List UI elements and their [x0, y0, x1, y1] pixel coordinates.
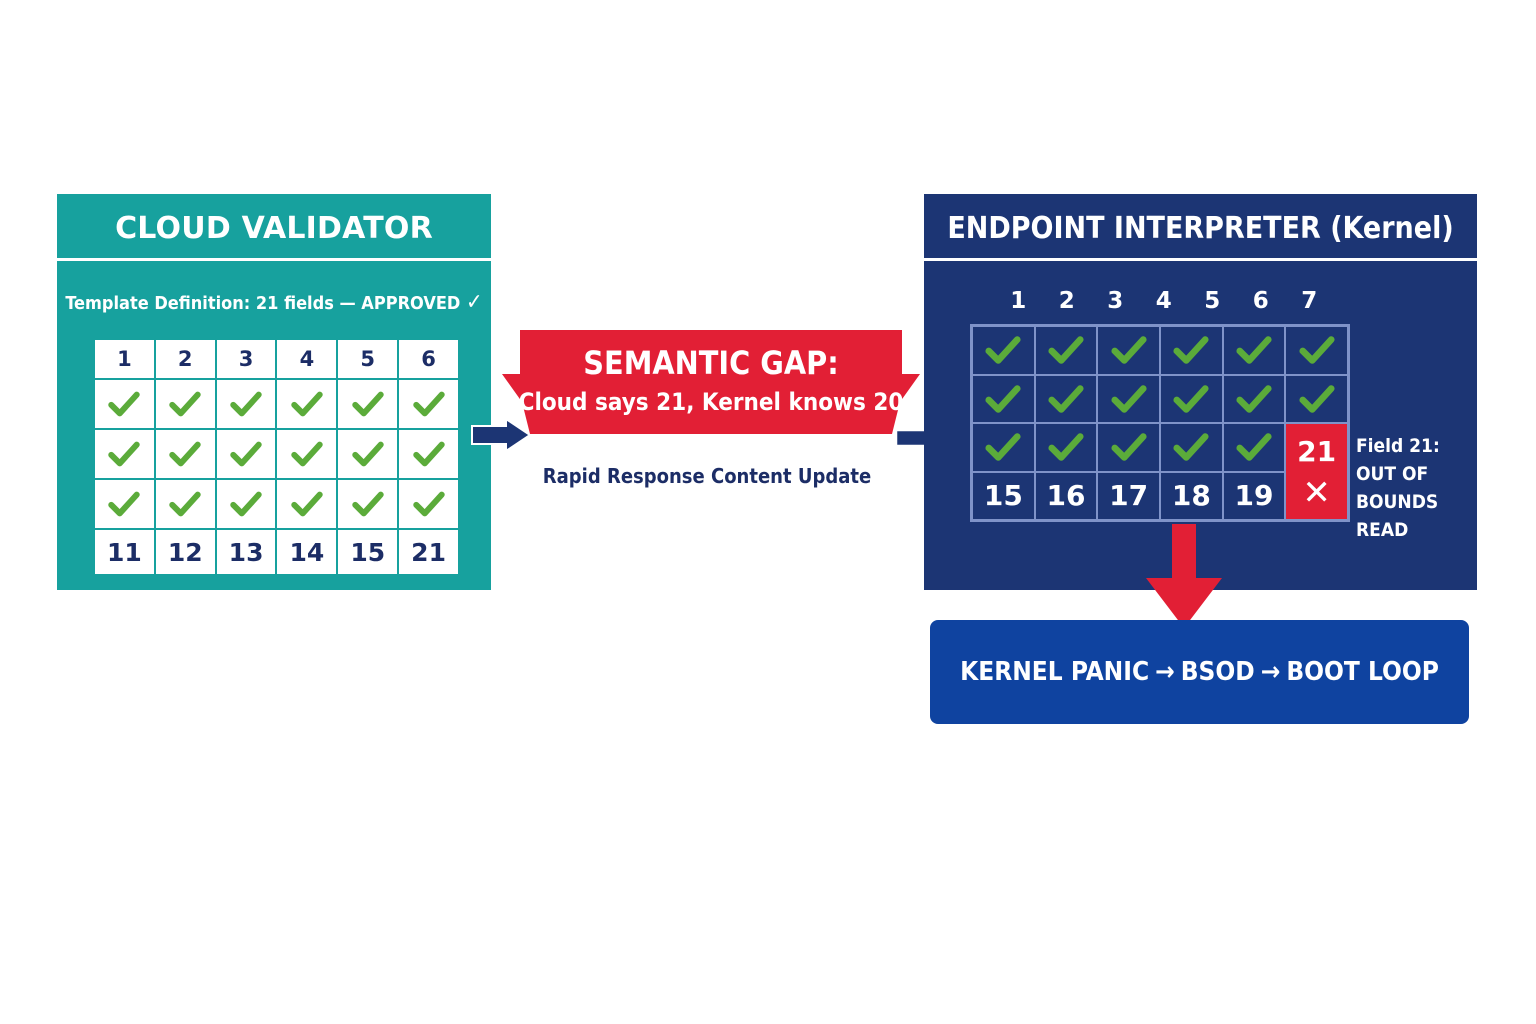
cloud-field-number: 13 [214, 528, 278, 576]
check-icon [153, 428, 217, 480]
check-icon [972, 374, 1035, 423]
check-icon [397, 478, 460, 530]
check-icon [336, 378, 400, 430]
kernel-column-header: 6 [1252, 288, 1269, 314]
check-icon [214, 478, 278, 530]
field-note-line: Field 21: [1356, 435, 1440, 457]
check-icon [1285, 326, 1348, 375]
endpoint-interpreter-title: ENDPOINT INTERPRETER (Kernel) [924, 194, 1477, 261]
cloud-validator-title: CLOUD VALIDATOR [57, 194, 491, 261]
check-icon [93, 378, 156, 430]
check-icon [1097, 326, 1160, 375]
rapid-response-label: Rapid Response Content Update [542, 464, 872, 488]
down-arrow-icon [1146, 524, 1222, 628]
check-icon [275, 478, 339, 530]
right-arrow-icon [471, 418, 532, 452]
cloud-column-header: 1 [93, 338, 156, 380]
kernel-field-number: 18 [1160, 471, 1223, 520]
check-icon [397, 428, 460, 480]
endpoint-interpreter-panel: ENDPOINT INTERPRETER (Kernel) 1 2 3 4 5 6 7 21… [924, 194, 1477, 590]
outcome-step: KERNEL PANIC [960, 657, 1150, 687]
check-icon [972, 423, 1035, 472]
cloud-field-number: 12 [153, 528, 217, 576]
check-icon [1285, 374, 1348, 423]
semantic-gap-subtitle: Cloud says 21, Kernel knows 20 [518, 388, 904, 416]
banner-ribbon-shape [502, 330, 920, 434]
check-icon [1034, 374, 1098, 423]
check-icon [972, 326, 1035, 375]
kernel-column-header: 1 [1010, 288, 1027, 314]
arrow-right-icon: → [1155, 657, 1175, 687]
check-icon [336, 428, 400, 480]
out-of-bounds-field-cell: 21 ✕ [1285, 423, 1348, 520]
field-note-line: READ [1356, 519, 1409, 541]
cloud-column-header: 6 [397, 338, 460, 380]
check-icon [1222, 374, 1286, 423]
check-icon [336, 478, 400, 530]
template-definition-text: Template Definition: 21 fields — APPROVE… [65, 293, 461, 314]
kernel-field-number: 16 [1034, 471, 1098, 520]
cloud-field-number: 21 [397, 528, 460, 576]
check-icon [93, 478, 156, 530]
kernel-column-header: 2 [1058, 288, 1075, 314]
field-note-line: OUT OF [1356, 463, 1429, 485]
outcome-step: BOOT LOOP [1286, 657, 1439, 687]
cloud-column-header: 5 [336, 338, 400, 380]
kernel-column-headers: 1 2 3 4 5 6 7 [994, 288, 1384, 314]
check-icon [1222, 423, 1286, 472]
check-icon [214, 378, 278, 430]
arrow-right-icon: → [1260, 657, 1281, 687]
cloud-column-header: 3 [214, 338, 278, 380]
cloud-field-number: 11 [93, 528, 156, 576]
kernel-column-header: 5 [1204, 288, 1221, 314]
cloud-column-header: 4 [275, 338, 339, 380]
check-icon [1097, 374, 1160, 423]
field-note-line: BOUNDS [1356, 491, 1439, 513]
kernel-column-header: 3 [1107, 288, 1124, 314]
cloud-field-number: 14 [275, 528, 339, 576]
outcome-step: BSOD [1180, 657, 1255, 687]
check-icon [93, 428, 156, 480]
check-icon [214, 428, 278, 480]
kernel-column-header: 7 [1301, 288, 1318, 314]
bad-field-number: 21 [1297, 434, 1337, 468]
check-icon [275, 428, 339, 480]
check-icon [1160, 374, 1223, 423]
check-icon [1160, 326, 1223, 375]
check-icon [397, 378, 460, 430]
approved-check-icon: ✓ [466, 290, 483, 315]
cloud-column-header: 2 [153, 338, 217, 380]
cloud-field-number: 15 [336, 528, 400, 576]
semantic-gap-banner: SEMANTIC GAP: Cloud says 21, Kernel know… [502, 330, 920, 434]
kernel-field-number: 15 [972, 471, 1035, 520]
check-icon [1160, 423, 1223, 472]
field-21-note: Field 21: OUT OF BOUNDS READ [1356, 432, 1476, 544]
check-icon [153, 478, 217, 530]
kernel-panic-outcome: KERNEL PANIC→BSOD→BOOT LOOP [930, 620, 1469, 724]
template-definition-label: Template Definition: 21 fields — APPROVE… [57, 290, 491, 315]
check-icon [1034, 423, 1098, 472]
check-icon [153, 378, 217, 430]
check-icon [1222, 326, 1286, 375]
check-icon [275, 378, 339, 430]
semantic-gap-title: SEMANTIC GAP: [583, 344, 839, 382]
cloud-validator-panel: CLOUD VALIDATOR Template Definition: 21 … [57, 194, 491, 590]
check-icon [1097, 423, 1160, 472]
kernel-column-header: 4 [1155, 288, 1172, 314]
check-icon [1034, 326, 1098, 375]
kernel-field-number: 17 [1097, 471, 1160, 520]
kernel-field-number: 19 [1222, 471, 1286, 520]
x-icon: ✕ [1302, 472, 1331, 513]
